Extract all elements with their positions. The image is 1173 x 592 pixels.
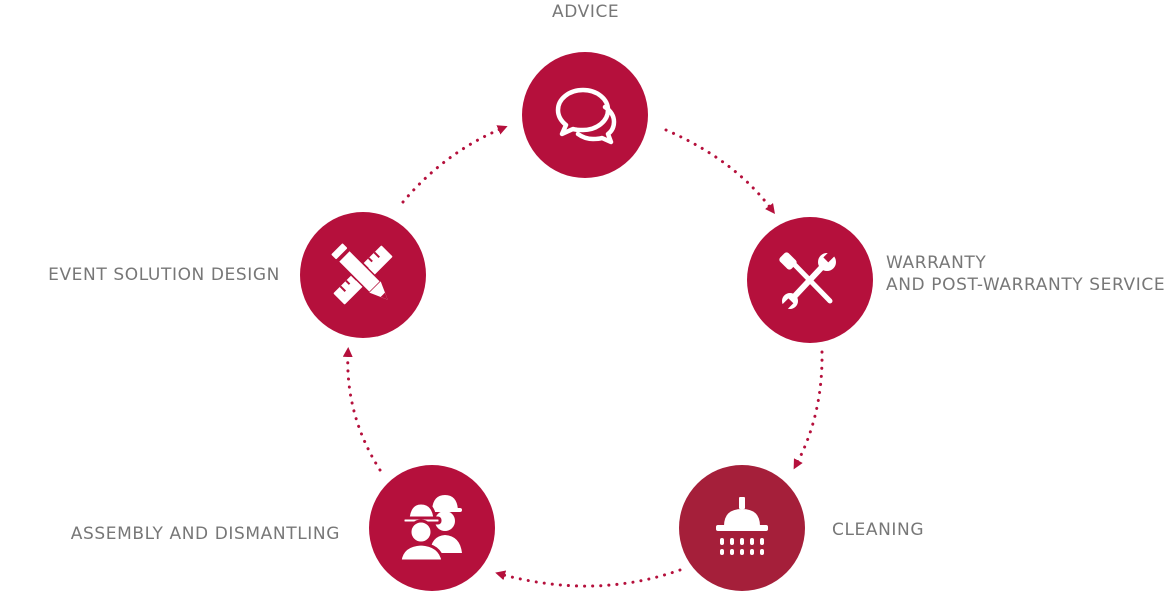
assembly-label: ASSEMBLY AND DISMANTLING [60, 523, 340, 545]
step-cleaning [679, 465, 805, 591]
advice-circle [522, 52, 648, 178]
advice-label-text: ADVICE [552, 2, 620, 22]
step-advice [522, 52, 648, 178]
advice-label: ADVICE [552, 1, 619, 23]
step-design [300, 212, 426, 338]
connector-warranty-to-cleaning [793, 350, 824, 470]
connector-advice-to-warranty [664, 128, 775, 215]
assembly-label-text: ASSEMBLY AND DISMANTLING [70, 524, 340, 544]
connector-cleaning-to-assembly [495, 568, 682, 588]
shower-head-icon [716, 497, 768, 555]
design-label-text: EVENT SOLUTION DESIGN [48, 265, 280, 285]
step-assembly [369, 465, 495, 591]
pencil-ruler-icon [331, 243, 393, 305]
workers-hardhat-icon [398, 495, 462, 563]
design-label: EVENT SOLUTION DESIGN [30, 264, 280, 286]
connector-assembly-to-design [342, 347, 382, 472]
warranty-label: WARRANTY AND POST-WARRANTY SERVICE [886, 252, 1165, 296]
warranty-label-line1: WARRANTY [886, 253, 987, 273]
cleaning-label-text: CLEANING [832, 520, 925, 540]
step-warranty [747, 217, 873, 343]
speech-bubbles-icon [555, 87, 617, 145]
cleaning-label: CLEANING [832, 519, 924, 541]
connector-design-to-advice [401, 125, 508, 204]
warranty-label-line2: AND POST-WARRANTY SERVICE [886, 275, 1166, 295]
